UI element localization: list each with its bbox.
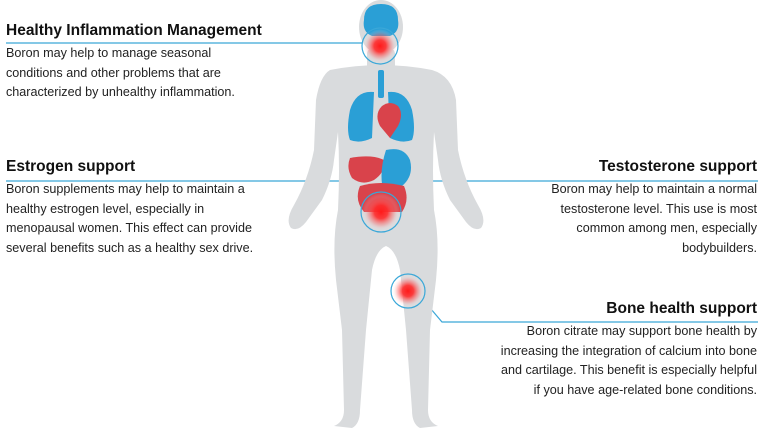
section-title: Testosterone support (598, 158, 757, 175)
section-title: Bone health support (606, 300, 757, 317)
heart-icon (377, 103, 401, 138)
liver-icon (348, 156, 385, 183)
brain-icon (363, 4, 399, 36)
section-estrogen: Estrogen support Boron supplements may h… (6, 158, 276, 258)
section-body: Boron supplements may help to maintain a… (6, 182, 254, 255)
stomach-icon (381, 149, 411, 189)
section-body: Boron may help to maintain a normal test… (551, 182, 757, 255)
section-inflammation: Healthy Inflammation Management Boron ma… (6, 22, 306, 103)
section-title: Healthy Inflammation Management (6, 22, 262, 39)
hotspot-pelvis (360, 191, 402, 233)
section-title: Estrogen support (6, 158, 136, 175)
hotspot-thigh (390, 273, 426, 309)
section-body: Boron citrate may support bone health by… (500, 324, 757, 397)
section-body: Boron may help to manage seasonal condit… (6, 46, 235, 99)
section-bone: Bone health support Boron citrate may su… (490, 300, 757, 400)
section-testosterone: Testosterone support Boron may help to m… (520, 158, 757, 258)
hotspot-throat (361, 27, 399, 65)
